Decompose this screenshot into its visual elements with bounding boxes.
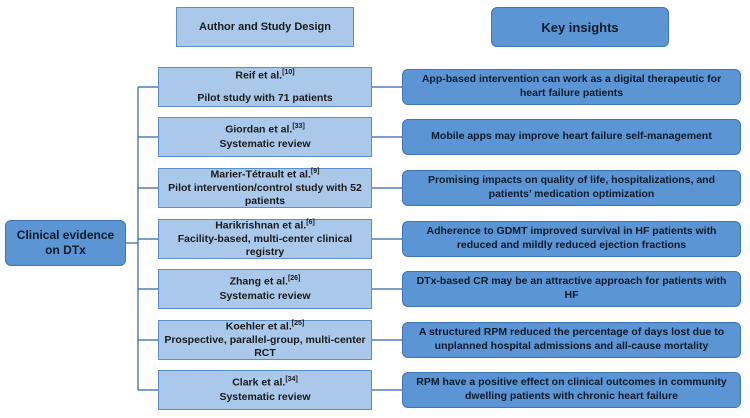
author-name: Giordan et al.: [225, 123, 293, 136]
reference-number: [9]: [310, 167, 320, 175]
study-box-giordan: Giordan et al.[33] Systematic review: [158, 117, 372, 157]
author-name: Koehler et al.: [225, 320, 292, 333]
insight-text: Promising impacts on quality of life, ho…: [427, 174, 716, 200]
author-name: Marier-Tétrault et al.: [210, 168, 311, 181]
study-author: Marier-Tétrault et al.[9]: [211, 168, 320, 182]
insight-box-marier-tetrault: Promising impacts on quality of life, ho…: [402, 170, 741, 206]
study-author: Reif et al.[10]: [235, 69, 294, 83]
insight-text: RPM have a positive effect on clinical o…: [416, 376, 727, 402]
study-box-clark: Clark et al.[34] Systematic review: [158, 370, 372, 410]
study-design: Pilot study with 71 patients: [197, 92, 333, 105]
author-name: Zhang et al.: [229, 275, 288, 288]
header-right-label: Key insights: [541, 19, 619, 35]
study-author: Koehler et al.[25]: [226, 320, 304, 334]
study-author: Harikrishnan et al.[6]: [215, 219, 315, 233]
root-label: Clinical evidence on DTx: [16, 228, 115, 257]
study-box-reif: Reif et al.[10] Pilot study with 71 pati…: [158, 67, 372, 107]
insight-text: A structured RPM reduced the percentage …: [418, 326, 725, 352]
study-box-koehler: Koehler et al.[25] Prospective, parallel…: [158, 320, 372, 360]
reference-number: [10]: [282, 68, 295, 76]
reference-number: [25]: [291, 319, 305, 327]
reference-number: [34]: [285, 376, 298, 384]
insight-box-giordan: Mobile apps may improve heart failure se…: [402, 119, 741, 155]
author-study-design-header: Author and Study Design: [176, 7, 354, 47]
author-name: Harikrishnan et al.: [215, 219, 307, 232]
study-design: Systematic review: [219, 390, 311, 403]
insight-box-zhang: DTx-based CR may be an attractive approa…: [402, 271, 741, 307]
insight-text: Adherence to GDMT improved survival in H…: [426, 225, 717, 251]
study-design: Systematic review: [219, 289, 311, 302]
author-name: Reif et al.: [235, 69, 283, 82]
insight-text: App-based intervention can work as a dig…: [421, 73, 722, 99]
study-author: Giordan et al.[33]: [225, 123, 305, 137]
insight-box-clark: RPM have a positive effect on clinical o…: [402, 372, 741, 408]
insight-box-harikrishnan: Adherence to GDMT improved survival in H…: [402, 221, 741, 257]
insight-box-koehler: A structured RPM reduced the percentage …: [402, 322, 741, 358]
insight-box-reif: App-based intervention can work as a dig…: [402, 69, 741, 105]
study-design: Facility-based, multi-center clinical re…: [177, 233, 353, 259]
study-box-harikrishnan: Harikrishnan et al.[6] Facility-based, m…: [158, 219, 372, 259]
study-design: Pilot intervention/control study with 52…: [168, 182, 362, 208]
study-author: Zhang et al.[26]: [230, 275, 301, 289]
reference-number: [33]: [292, 123, 305, 131]
study-design: Prospective, parallel-group, multi-cente…: [164, 334, 366, 360]
reference-number: [6]: [306, 218, 315, 226]
reference-number: [26]: [287, 275, 301, 283]
header-left-label: Author and Study Design: [199, 21, 331, 33]
clinical-evidence-root: Clinical evidence on DTx: [5, 220, 126, 266]
study-design: Systematic review: [219, 137, 311, 150]
author-name: Clark et al.: [232, 376, 286, 389]
insight-text: Mobile apps may improve heart failure se…: [431, 130, 712, 143]
key-insights-header: Key insights: [491, 7, 669, 47]
insight-text: DTx-based CR may be an attractive approa…: [416, 275, 727, 301]
study-author: Clark et al.[34]: [232, 376, 298, 390]
study-box-marier-tetrault: Marier-Tétrault et al.[9] Pilot interven…: [158, 168, 372, 208]
study-box-zhang: Zhang et al.[26] Systematic review: [158, 269, 372, 309]
